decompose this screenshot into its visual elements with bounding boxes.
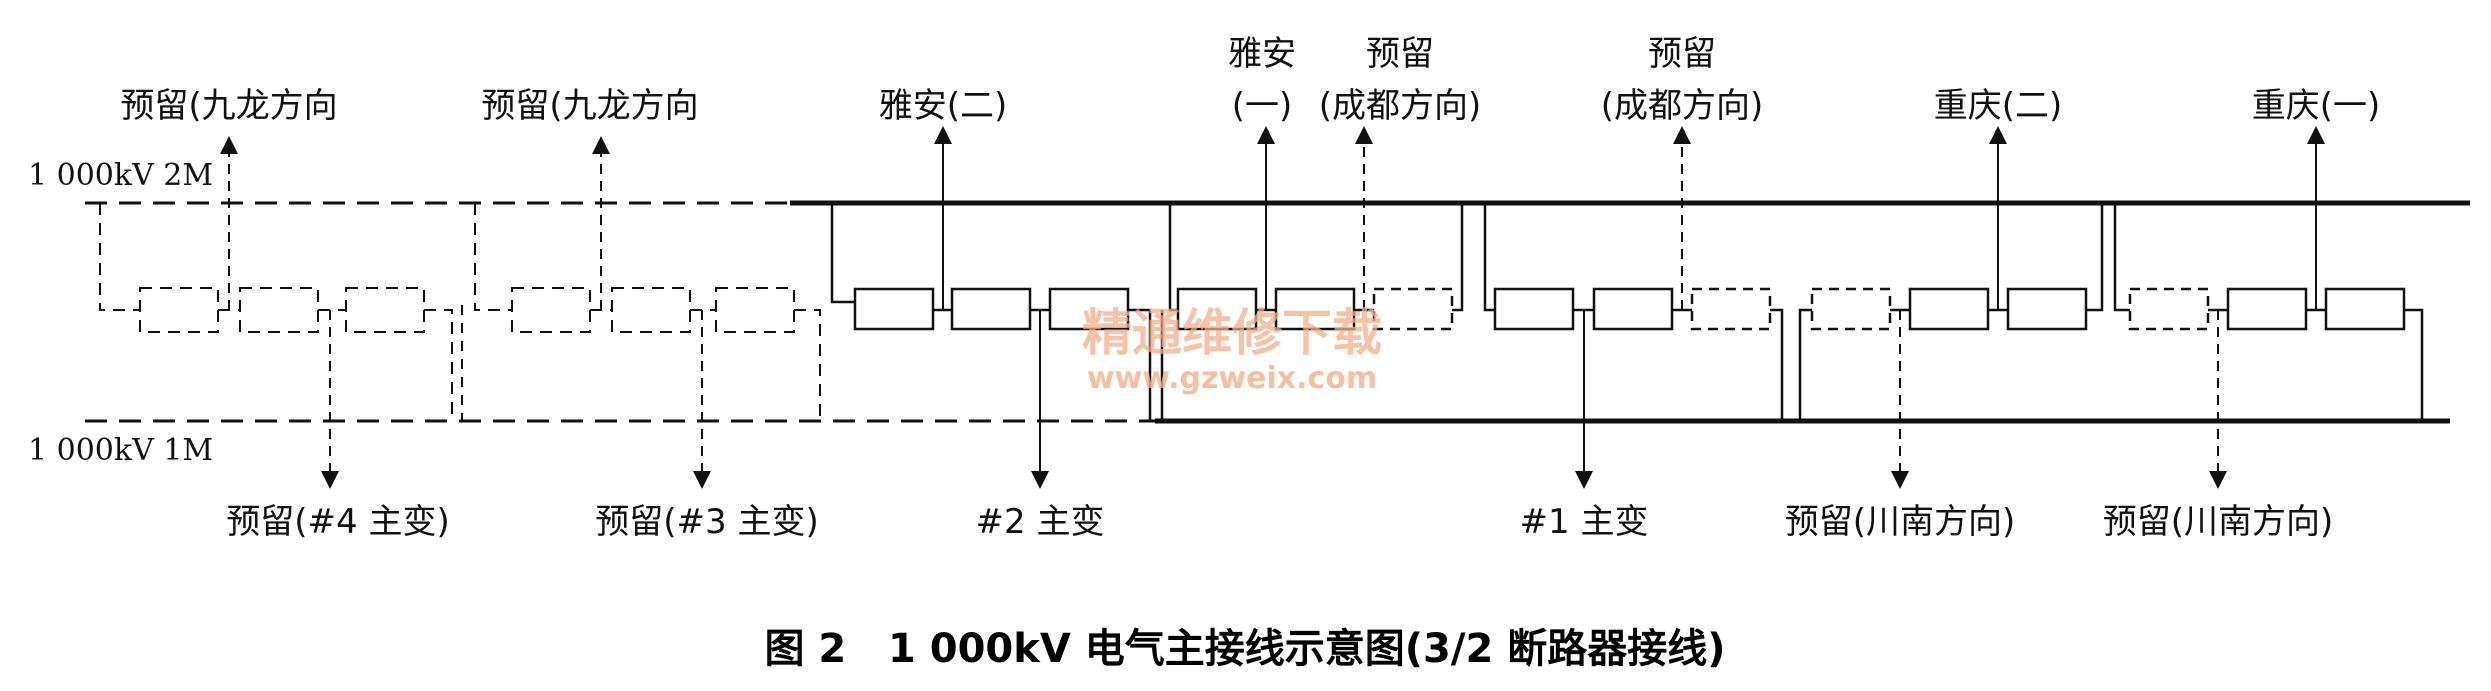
label-yaan-2: 雅安(二)	[879, 86, 1008, 126]
label-reserve-chengdu-1-line2: (成都方向)	[1319, 86, 1482, 126]
watermark-url: www.gzweix.com	[1087, 361, 1377, 396]
bay-7	[2113, 203, 2424, 421]
label-reserve-chuannan-1: 预留(川南方向)	[1785, 502, 2016, 542]
bay-reserved-2	[474, 203, 821, 421]
bay-reserved-1	[99, 203, 453, 421]
label-reserve-chengdu-1-line1: 预留	[1366, 34, 1434, 74]
label-reserve-jiulong-1: 预留(九龙方向	[120, 86, 337, 126]
watermark-title: 精通维修下载	[1082, 304, 1382, 362]
label-t1: #1 主变	[1520, 502, 1649, 542]
label-yaan-1-line2: (一)	[1232, 86, 1293, 126]
bus-2m-label: 1 000kV 2M	[28, 158, 213, 193]
figure-caption: 图 2 1 000kV 电气主接线示意图(3/2 断路器接线)	[764, 626, 1725, 672]
label-chongqing-2: 重庆(二)	[1934, 86, 2063, 126]
label-t2: #2 主变	[976, 502, 1105, 542]
label-reserve-jiulong-2: 预留(九龙方向	[481, 86, 698, 126]
bay-4	[1168, 203, 1464, 331]
label-yaan-1-line1: 雅安	[1228, 34, 1296, 74]
label-reserve-chengdu-2-line1: 预留	[1648, 34, 1716, 74]
bus-1m-label: 1 000kV 1M	[28, 433, 213, 468]
label-reserve-t3: 预留(#3 主变)	[595, 502, 818, 542]
bay-5	[1483, 203, 1784, 421]
label-chongqing-1: 重庆(一)	[2252, 86, 2381, 126]
label-reserve-chuannan-2: 预留(川南方向)	[2103, 502, 2334, 542]
bay-6	[1798, 203, 2104, 421]
label-reserve-t4: 预留(#4 主变)	[226, 502, 449, 542]
label-reserve-chengdu-2-line2: (成都方向)	[1601, 86, 1764, 126]
